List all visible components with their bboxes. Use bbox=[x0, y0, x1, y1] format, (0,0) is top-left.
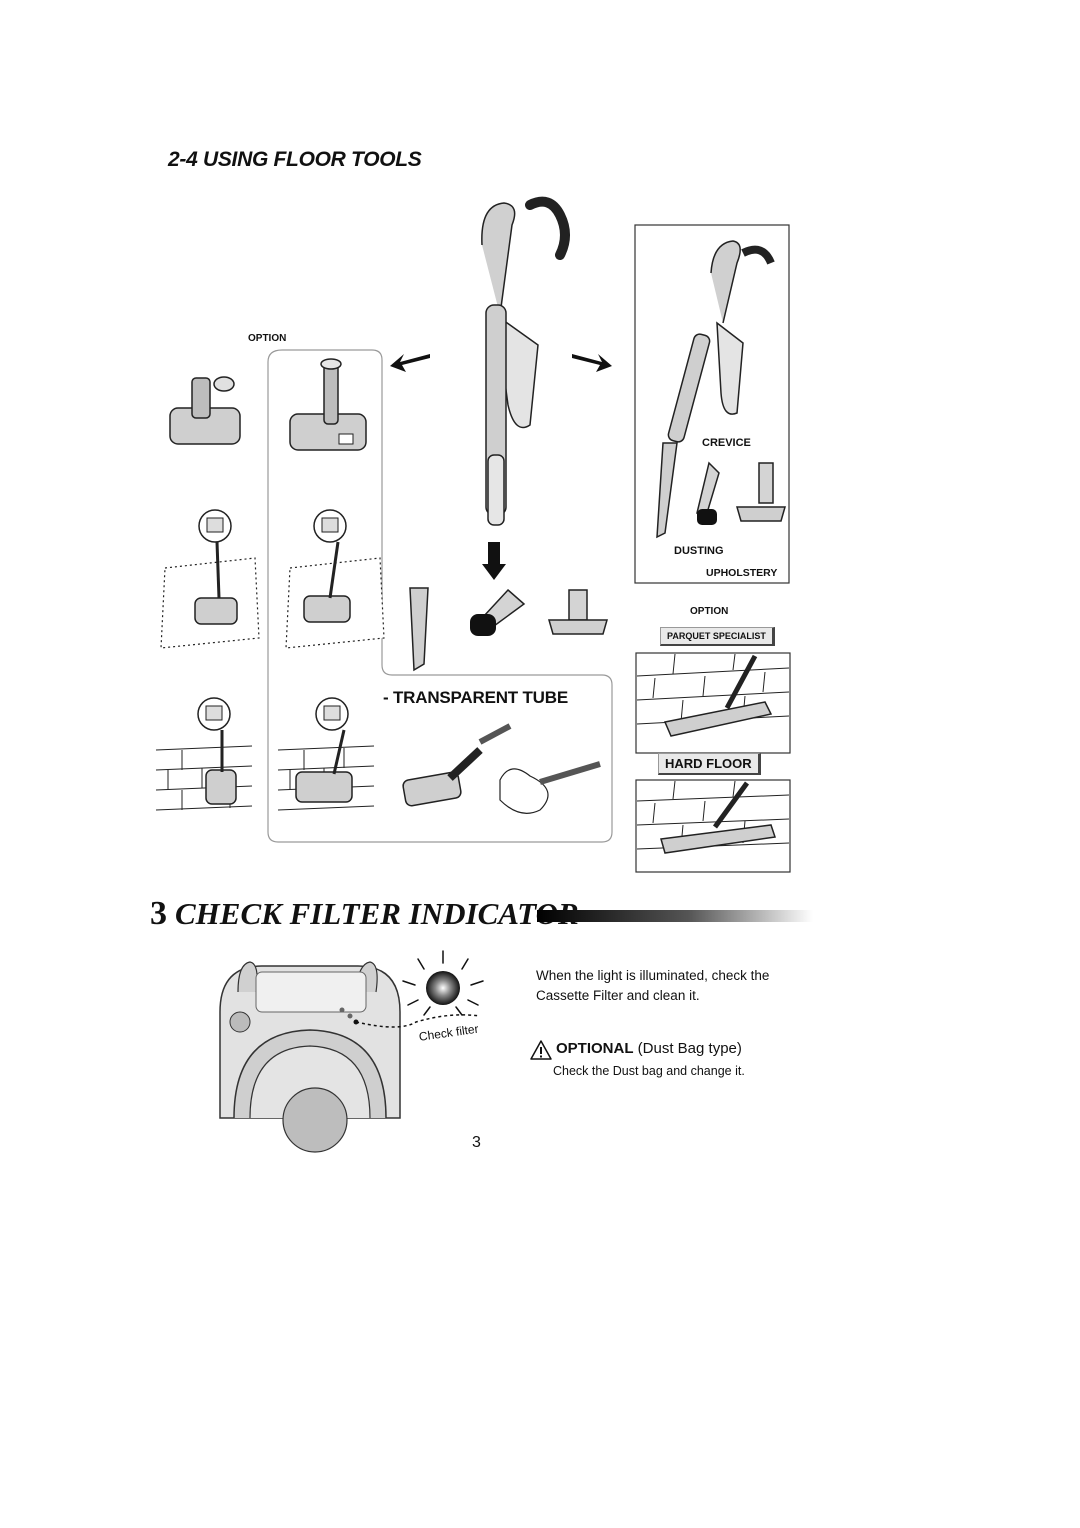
floor-brush-icon bbox=[169, 376, 241, 445]
warning-icon bbox=[530, 1040, 552, 1060]
vacuum-wand bbox=[481, 196, 570, 526]
page-number: 3 bbox=[472, 1134, 481, 1151]
option-label-left: OPTION bbox=[248, 333, 287, 344]
crevice-label: CREVICE bbox=[702, 437, 751, 449]
arrow-left-icon bbox=[390, 354, 430, 372]
transparent-tube-label: - TRANSPARENT TUBE bbox=[383, 688, 568, 707]
dusting-brush-icon bbox=[470, 588, 526, 636]
carpet-brush-right bbox=[285, 509, 385, 649]
option-label-right: OPTION bbox=[690, 606, 729, 617]
carpet-brush-left bbox=[160, 509, 260, 649]
hard-floor-brush-right bbox=[277, 697, 375, 811]
accessory-panel bbox=[634, 224, 790, 584]
optional-bold: OPTIONAL bbox=[556, 1040, 634, 1057]
floor-tools-illustration: OPTION CREVICE DUSTING UPHOLSTERY OPTION… bbox=[155, 196, 791, 873]
turbo-brush-icon bbox=[289, 358, 367, 451]
vacuum-body-illustration bbox=[219, 961, 481, 1153]
heading-gradient-bar bbox=[537, 910, 813, 922]
parquet-specialist-tag: PARQUET SPECIALIST bbox=[660, 627, 775, 646]
hard-floor-brush-left bbox=[155, 697, 253, 811]
upholstery-label: UPHOLSTERY bbox=[706, 567, 778, 579]
transparent-tube-illustration bbox=[402, 723, 601, 814]
option-panel-outline bbox=[267, 349, 613, 843]
hard-floor-tag: HARD FLOOR bbox=[658, 753, 761, 775]
dusting-label: DUSTING bbox=[674, 545, 724, 557]
section-title: 2-4 USING FLOOR TOOLS bbox=[168, 148, 422, 171]
crevice-tool-icon bbox=[409, 587, 429, 672]
filter-heading-number: 3 bbox=[150, 895, 167, 932]
filter-heading-text: CHECK FILTER INDICATOR bbox=[175, 896, 579, 931]
parquet-floor-panel bbox=[635, 652, 791, 754]
filter-description: When the light is illuminated, check the… bbox=[536, 968, 770, 1003]
indicator-light-icon bbox=[402, 950, 484, 1016]
arrow-down-icon bbox=[482, 542, 506, 580]
hard-floor-panel bbox=[635, 779, 791, 873]
optional-note: OPTIONAL (Dust Bag type) bbox=[556, 1040, 742, 1057]
arrow-right-icon bbox=[572, 354, 612, 372]
optional-rest: (Dust Bag type) bbox=[633, 1040, 742, 1057]
optional-sub-note: Check the Dust bag and change it. bbox=[553, 1064, 745, 1078]
upholstery-tool-icon bbox=[548, 589, 608, 635]
